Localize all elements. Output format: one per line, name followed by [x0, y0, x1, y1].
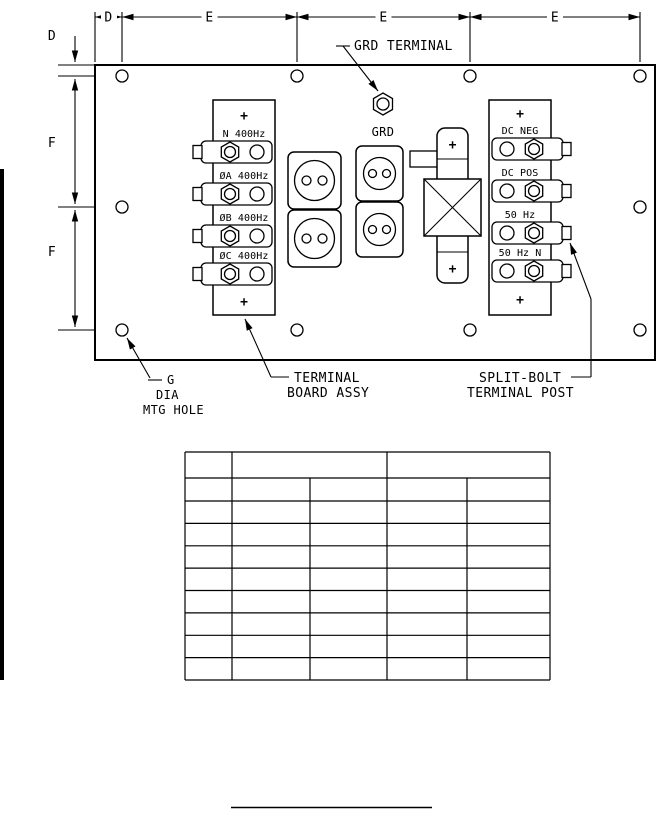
spec-table — [184, 451, 551, 681]
grd-label: GRD — [372, 125, 395, 139]
dim-label-e1: E — [205, 11, 213, 26]
terminal-label-dc-neg: DC NEG — [502, 126, 539, 137]
connector-receptacle — [355, 201, 404, 258]
terminal-lug — [192, 140, 273, 164]
mtg-hole-label-dia: DIA — [156, 388, 179, 402]
polarity-mark: + — [516, 107, 524, 122]
terminal-board-callout-line2: BOARD ASSY — [287, 386, 369, 401]
split-bolt-callout-line1: SPLIT-BOLT — [479, 371, 561, 386]
left-terminal-board: + N 400Hz ØA 400Hz ØB 400Hz ØC 400Hz + — [192, 99, 276, 316]
terminal-label-50hz: 50 Hz — [505, 210, 536, 221]
terminal-board-callout-line1: TERMINAL — [294, 371, 360, 386]
polarity-mark: + — [516, 293, 524, 308]
terminal-lug — [192, 262, 273, 286]
dim-label-e2: E — [379, 11, 387, 26]
mtg-hole-label-text: MTG HOLE — [143, 403, 204, 417]
dim-label-d-top: D — [104, 11, 112, 26]
mounting-hole — [115, 323, 129, 337]
mounting-hole — [290, 323, 304, 337]
fuse-holder: + + — [409, 127, 482, 284]
top-dimension-lines: D E E E — [94, 10, 641, 62]
terminal-lug — [192, 182, 273, 206]
polarity-mark: + — [449, 262, 457, 277]
mounting-hole — [633, 200, 647, 214]
mounting-hole — [115, 200, 129, 214]
mtg-hole-label-g: G — [167, 373, 175, 387]
callout-split-bolt: SPLIT-BOLT TERMINAL POST — [467, 242, 592, 401]
terminal-label-dc-pos: DC POS — [502, 168, 539, 179]
mounting-hole — [463, 69, 477, 83]
connector-receptacles — [287, 145, 404, 268]
fuse-holder-tab — [409, 150, 439, 168]
dim-label-e3: E — [551, 11, 559, 26]
mounting-holes — [115, 69, 647, 337]
terminal-label-50hz-n: 50 Hz N — [499, 248, 542, 259]
terminal-label-pha-400hz: ØA 400Hz — [220, 170, 269, 182]
mounting-hole — [463, 323, 477, 337]
mounting-hole — [115, 69, 129, 83]
terminal-lug — [491, 179, 572, 203]
page-edge-bar — [0, 169, 4, 680]
grd-terminal-callout: GRD TERMINAL — [354, 39, 453, 54]
polarity-mark: + — [449, 138, 457, 153]
dim-label-f2: F — [48, 245, 56, 260]
terminal-lug — [192, 224, 273, 248]
terminal-label-phb-400hz: ØB 400Hz — [220, 212, 269, 224]
connector-receptacle — [287, 209, 342, 268]
polarity-mark: + — [240, 109, 248, 124]
polarity-mark: + — [240, 295, 248, 310]
mounting-hole — [633, 69, 647, 83]
callout-mtg-hole: G DIA MTG HOLE — [126, 337, 204, 417]
mounting-hole — [633, 323, 647, 337]
terminal-lug — [491, 137, 572, 161]
mounting-hole — [290, 69, 304, 83]
right-terminal-board: + DC NEG DC POS 50 Hz 50 Hz N + — [488, 99, 572, 316]
terminal-label-phc-400hz: ØC 400Hz — [220, 250, 269, 262]
split-bolt-callout-line2: TERMINAL POST — [467, 386, 574, 401]
terminal-label-n-400hz: N 400Hz — [223, 129, 266, 140]
terminal-lug — [491, 259, 572, 283]
terminal-lug — [491, 221, 572, 245]
dim-label-f1: F — [48, 136, 56, 151]
dim-label-d-left: D — [48, 29, 56, 44]
grd-terminal: GRD GRD TERMINAL — [336, 39, 453, 139]
connector-receptacle — [287, 151, 342, 210]
connector-receptacle — [355, 145, 404, 202]
callout-terminal-board: TERMINAL BOARD ASSY — [244, 318, 369, 401]
